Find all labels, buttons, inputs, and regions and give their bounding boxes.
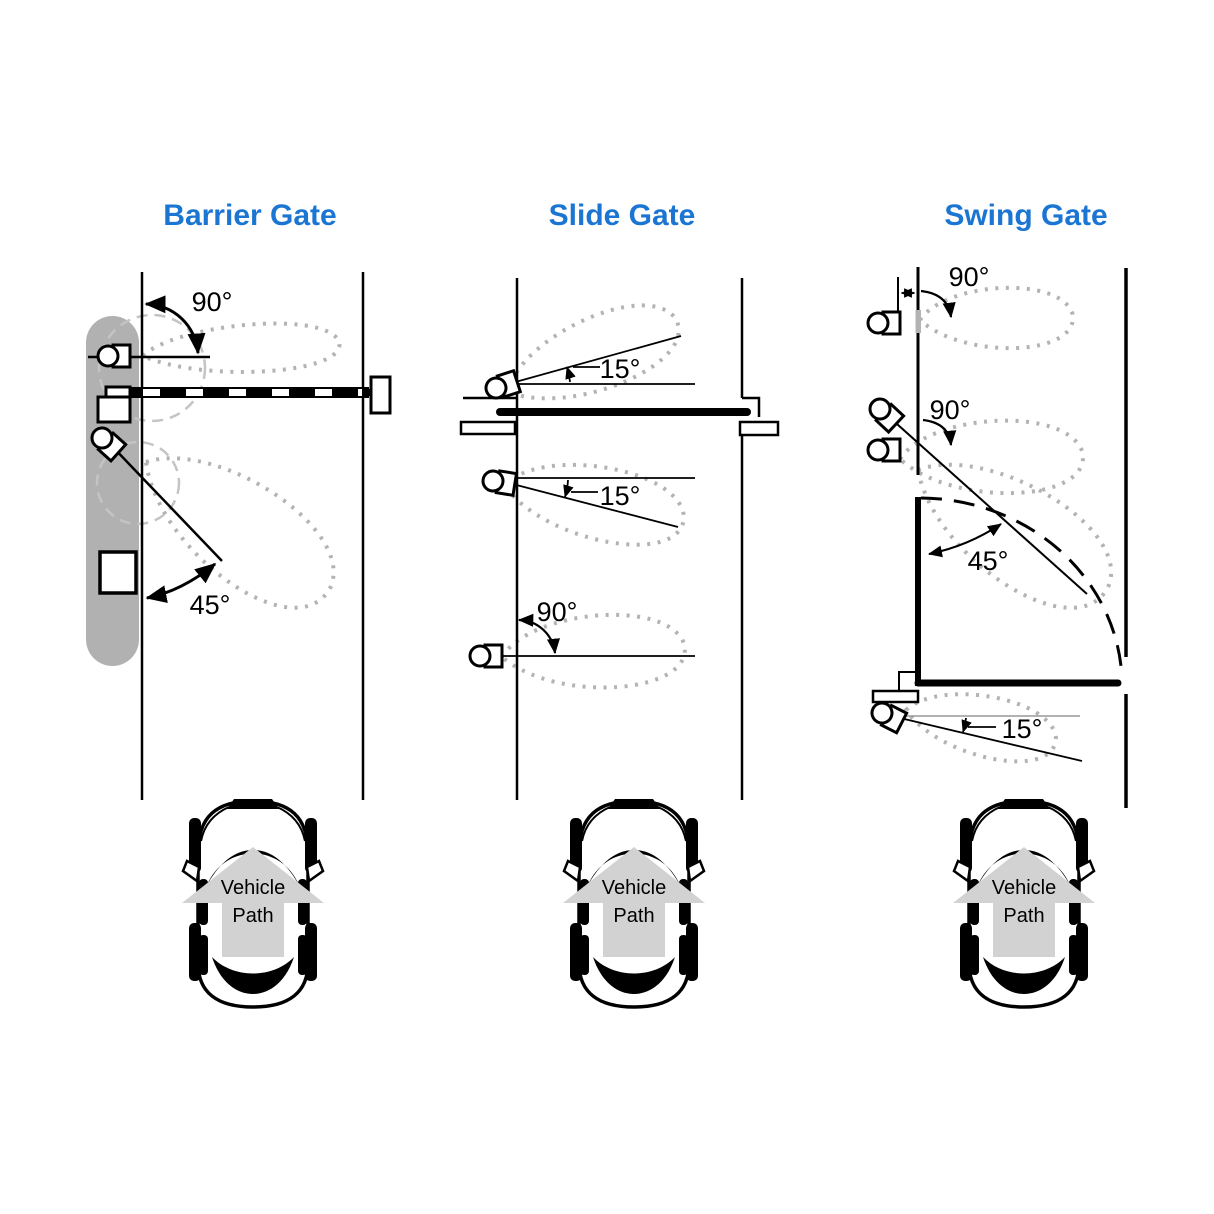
panel-title-swing: Swing Gate — [944, 199, 1107, 232]
gate-pocket-rail — [738, 420, 780, 437]
barrier-arm-connector — [362, 389, 372, 396]
sensor-beam-line — [500, 335, 682, 387]
vehicle-path-label: Vehicle — [992, 877, 1057, 899]
gate-swing-path-arc — [920, 496, 1123, 667]
barrier-tip-post — [369, 375, 392, 415]
sensor-beam-line — [887, 415, 1088, 595]
angle-arc-45 — [928, 523, 1002, 558]
angle-label: 15° — [1002, 714, 1043, 744]
angle-label: 90° — [949, 262, 990, 292]
loop-detector-square — [98, 550, 138, 595]
vehicle-path-arrow — [182, 847, 324, 957]
sensor-beam-line — [899, 717, 1083, 762]
angle-label: 90° — [537, 597, 578, 627]
angle-label: 90° — [930, 395, 971, 425]
angle-arc-45 — [145, 562, 217, 603]
angle-label: 15° — [600, 354, 641, 384]
rotation-arrow — [920, 289, 956, 319]
vehicle-path-label: Path — [613, 905, 654, 927]
vehicle-path-label: Path — [1003, 905, 1044, 927]
vehicle-path-arrow — [953, 847, 1095, 957]
car-topview: Vehicle Path — [562, 797, 706, 1009]
vehicle-path-arrow — [563, 847, 705, 957]
hinge-bracket — [898, 671, 918, 691]
angle-arc-15 — [563, 479, 574, 498]
vehicle-path-label: Vehicle — [221, 877, 286, 899]
sensor-beam-line — [500, 480, 679, 528]
slide-gate-panel: Slide Gate 15° 15° 90° — [459, 199, 780, 800]
angle-label: 45° — [968, 546, 1009, 576]
angle-label: 45° — [190, 590, 231, 620]
panel-title-barrier: Barrier Gate — [163, 199, 336, 232]
photo-sensor-icon — [96, 343, 132, 369]
photo-sensor-icon — [866, 437, 902, 463]
angle-label: 15° — [600, 481, 641, 511]
photo-sensor-icon — [468, 643, 504, 669]
swing-gate-panel: Swing Gate 90° 90° 45° 15° — [863, 199, 1134, 808]
gate-operator-box — [96, 395, 132, 424]
mount-range-dashed-arc — [97, 313, 207, 423]
angle-arc-90 — [517, 613, 561, 655]
vehicle-path-label: Vehicle — [602, 877, 667, 899]
panel-title-slide: Slide Gate — [549, 199, 696, 232]
angle-label: 90° — [192, 287, 233, 317]
car-topview: Vehicle Path — [952, 797, 1096, 1009]
angle-arc-15 — [565, 366, 576, 383]
photo-sensor-icon — [866, 310, 902, 336]
mount-range-dashed-arc — [95, 440, 181, 526]
sensor-mount-plate — [871, 689, 920, 704]
gate-pocket-step — [742, 396, 761, 417]
car-topview: Vehicle Path — [181, 797, 325, 1009]
barrier-arm-outline — [114, 387, 369, 398]
gate-pocket-rail — [459, 420, 517, 436]
sensor-beam-line — [109, 443, 223, 562]
barrier-gate-panel: Barrier Gate 90° 45° — [85, 199, 392, 800]
beam-gap-marker — [915, 310, 921, 333]
rotation-arrow — [922, 418, 957, 447]
angle-arc-15 — [961, 717, 972, 733]
vehicle-path-label: Path — [232, 905, 273, 927]
angle-arc-90 — [144, 295, 206, 355]
